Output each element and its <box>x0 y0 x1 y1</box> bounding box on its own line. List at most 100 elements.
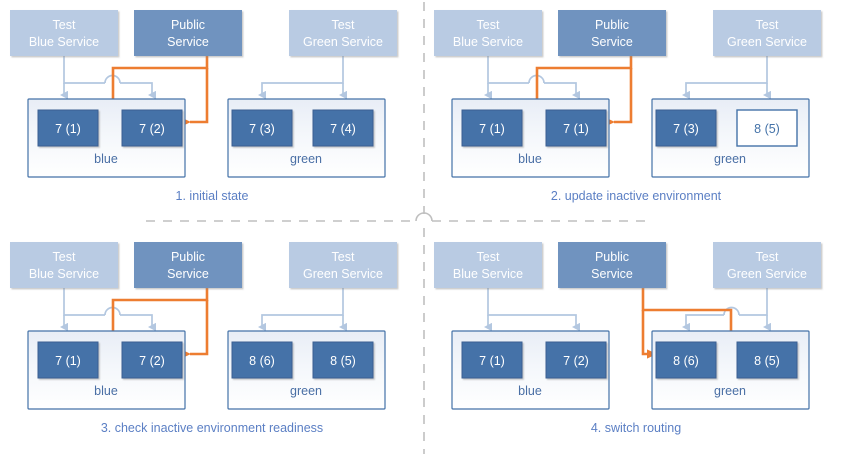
instance-label: 8 (5) <box>330 354 356 368</box>
instance-box[interactable] <box>121 341 183 379</box>
panel-4: blue green 7 (1) 7 (2) 8 (6) 8 (5) Test <box>434 242 821 435</box>
instance-green-0[interactable]: 7 (3) <box>231 109 293 147</box>
service-label-line1: Test <box>477 18 500 32</box>
instance-green-0[interactable]: 8 (6) <box>231 341 293 379</box>
service-box[interactable] <box>713 242 821 288</box>
instance-green-0[interactable]: 8 (6) <box>655 341 717 379</box>
test-green-service-box[interactable]: Test Green Service <box>289 242 397 288</box>
instance-green-0[interactable]: 7 (3) <box>655 109 717 147</box>
service-box[interactable] <box>134 10 242 56</box>
instance-box[interactable] <box>655 341 717 379</box>
service-label-line2: Green Service <box>303 267 383 281</box>
instance-blue-0[interactable]: 7 (1) <box>37 109 99 147</box>
panel-dividers <box>146 2 646 454</box>
service-box[interactable] <box>10 242 118 288</box>
public-service-box[interactable]: Public Service <box>134 10 242 56</box>
instance-box[interactable] <box>37 341 99 379</box>
panel-caption: 3. check inactive environment readiness <box>101 421 323 435</box>
service-box[interactable] <box>558 242 666 288</box>
instance-green-1[interactable]: 7 (4) <box>312 109 374 147</box>
test-blue-service-box[interactable]: Test Blue Service <box>10 10 118 56</box>
panel-2: blue green 7 (1) 7 (1) 7 (3) 8 (5) Test <box>434 10 821 203</box>
instance-box[interactable] <box>461 109 523 147</box>
service-label-line2: Blue Service <box>453 35 523 49</box>
service-label-line1: Test <box>53 250 76 264</box>
test-green-service-box[interactable]: Test Green Service <box>713 10 821 56</box>
instance-label: 7 (1) <box>563 122 589 136</box>
test-blue-service-box[interactable]: Test Blue Service <box>434 10 542 56</box>
service-label-line1: Test <box>477 250 500 264</box>
instance-label: 8 (5) <box>754 354 780 368</box>
instance-box[interactable] <box>312 109 374 147</box>
instance-box[interactable] <box>655 109 717 147</box>
service-label-line2: Blue Service <box>453 267 523 281</box>
service-box[interactable] <box>434 242 542 288</box>
env-label-blue: blue <box>94 152 118 166</box>
service-label-line1: Test <box>756 18 779 32</box>
service-label-line2: Service <box>591 267 633 281</box>
instance-box[interactable] <box>312 341 374 379</box>
service-label-line1: Public <box>595 18 629 32</box>
env-label-green: green <box>290 152 322 166</box>
service-label-line1: Test <box>53 18 76 32</box>
instance-label: 7 (2) <box>139 122 165 136</box>
instance-label: 8 (5) <box>754 122 780 136</box>
service-label-line2: Green Service <box>727 35 807 49</box>
service-box[interactable] <box>10 10 118 56</box>
instance-label: 7 (2) <box>563 354 589 368</box>
service-label-line1: Public <box>595 250 629 264</box>
instance-green-1[interactable]: 8 (5) <box>736 109 798 147</box>
instance-label: 8 (6) <box>249 354 275 368</box>
service-label-line1: Public <box>171 250 205 264</box>
instance-green-1[interactable]: 8 (5) <box>736 341 798 379</box>
service-box[interactable] <box>289 242 397 288</box>
panel-caption: 2. update inactive environment <box>551 189 722 203</box>
service-box[interactable] <box>289 10 397 56</box>
public-service-box[interactable]: Public Service <box>558 242 666 288</box>
test-green-service-box[interactable]: Test Green Service <box>289 10 397 56</box>
service-box[interactable] <box>558 10 666 56</box>
instance-blue-1[interactable]: 7 (2) <box>545 341 607 379</box>
instance-blue-1[interactable]: 7 (1) <box>545 109 607 147</box>
instance-box[interactable] <box>121 109 183 147</box>
panel-caption: 4. switch routing <box>591 421 681 435</box>
instance-blue-0[interactable]: 7 (1) <box>37 341 99 379</box>
instance-box[interactable] <box>231 341 293 379</box>
instance-label: 7 (2) <box>139 354 165 368</box>
service-label-line2: Service <box>167 267 209 281</box>
test-green-service-box[interactable]: Test Green Service <box>713 242 821 288</box>
instance-blue-0[interactable]: 7 (1) <box>461 341 523 379</box>
connector-test-blue-to-blue-instances <box>60 56 156 100</box>
public-service-box[interactable]: Public Service <box>558 10 666 56</box>
instance-blue-1[interactable]: 7 (2) <box>121 341 183 379</box>
instance-box[interactable] <box>736 341 798 379</box>
public-service-box[interactable]: Public Service <box>134 242 242 288</box>
instance-box[interactable] <box>545 109 607 147</box>
instance-box[interactable] <box>231 109 293 147</box>
instance-box[interactable] <box>736 109 798 147</box>
instance-box[interactable] <box>461 341 523 379</box>
instance-label: 7 (1) <box>55 122 81 136</box>
instance-green-1[interactable]: 8 (5) <box>312 341 374 379</box>
connector-test-green-to-green-instances <box>682 56 771 100</box>
instance-label: 7 (1) <box>479 354 505 368</box>
instance-label: 7 (4) <box>330 122 356 136</box>
service-box[interactable] <box>713 10 821 56</box>
service-label-line1: Test <box>332 250 355 264</box>
service-box[interactable] <box>434 10 542 56</box>
instance-label: 7 (3) <box>673 122 699 136</box>
service-label-line2: Green Service <box>727 267 807 281</box>
env-label-blue: blue <box>94 384 118 398</box>
service-box[interactable] <box>134 242 242 288</box>
instance-box[interactable] <box>545 341 607 379</box>
env-label-blue: blue <box>518 384 542 398</box>
instance-blue-0[interactable]: 7 (1) <box>461 109 523 147</box>
test-blue-service-box[interactable]: Test Blue Service <box>434 242 542 288</box>
service-label-line2: Green Service <box>303 35 383 49</box>
divider-crossing-hop <box>415 212 433 222</box>
instance-blue-1[interactable]: 7 (2) <box>121 109 183 147</box>
test-blue-service-box[interactable]: Test Blue Service <box>10 242 118 288</box>
instance-box[interactable] <box>37 109 99 147</box>
